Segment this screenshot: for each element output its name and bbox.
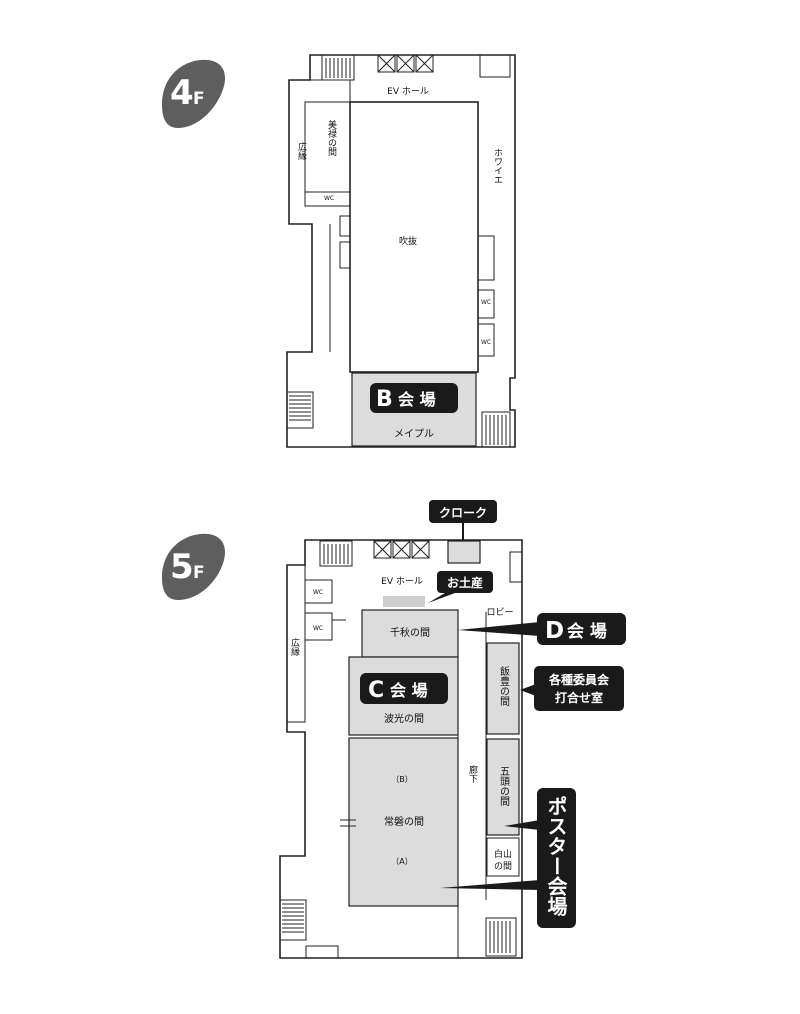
venue-b-letter: B [376,387,393,412]
jyoban-a-label: （A） [391,857,412,866]
poster-callout: ポスター会場 [440,788,576,928]
hako-label: 波光の間 [384,712,424,725]
wc-4f-right-1-label: WC [481,299,491,306]
hakusan-room [486,837,520,877]
goto-label: 五頭の間 [498,766,510,807]
floor-5-section: 5 F [162,500,626,959]
ev-hall-4f-label: EV ホール [387,86,429,97]
venue-d-text: 会 場 [567,621,607,642]
floor-5-number: 5 [170,547,194,587]
hanpou-label: 飯豊の間 [498,665,510,707]
omiyage-callout: お土産 [428,571,493,603]
bimoku-label: 美禄の間 [326,119,337,157]
fukinuke-label: 吹抜 [399,235,417,247]
venue-b-callout: B 会 場 [370,383,458,413]
hanpou-room [486,642,520,735]
venue-d-letter: D [545,618,564,644]
omiyage-text: お土産 [447,575,483,590]
committee-text-1: 各種委員会 [548,672,610,687]
poster-text: ポスター会場 [544,795,568,916]
floor-5-suffix: F [193,563,205,583]
floor-4-walls [286,54,516,448]
hakusan-label-line2: の間 [494,861,512,872]
floor-5-badge: 5 F [162,533,226,600]
maple-label: メイプル [394,428,434,440]
hoyer-label: ホワイエ [492,148,503,184]
venue-d-callout: D 会 場 [458,613,626,645]
chiaki-label: 千秋の間 [390,626,430,639]
committee-callout: 各種委員会 打合せ室 [520,666,624,711]
venue-b-text: 会 場 [398,390,436,409]
lobby-label: ロビー [486,607,513,618]
floor-4-badge: 4 F [162,59,226,128]
jyoban-b-label: （B） [391,775,413,784]
wc-4f-left-label: WC [324,195,334,202]
chiaki-room [361,609,459,658]
hiroen-5f-label: 広縁 [289,637,300,656]
wc-5f-2-label: WC [313,625,323,632]
committee-text-2: 打合せ室 [555,690,603,705]
floor-4-number: 4 [170,73,194,113]
wc-5f-1-label: WC [313,589,323,596]
venue-c-letter: C [368,678,384,703]
cloak-text: クローク [439,506,487,520]
jyoban-label: 常磐の間 [384,815,424,828]
hakusan-label-line1: 白山 [494,848,512,860]
hiroen-4f-label: 広縁 [296,141,307,160]
cloak-callout: クローク [429,500,497,541]
ev-hall-5f-label: EV ホール [381,576,423,587]
jyoban-room [348,737,459,907]
rouka-label: 廊下 [467,764,478,784]
wc-4f-right-2-label: WC [481,339,491,346]
floor-4-suffix: F [193,89,205,109]
floor-4-section: 4 F [162,54,516,448]
venue-c-text: 会 場 [390,681,428,700]
venue-c-callout: C 会 場 [360,673,448,704]
goto-room [486,738,520,836]
